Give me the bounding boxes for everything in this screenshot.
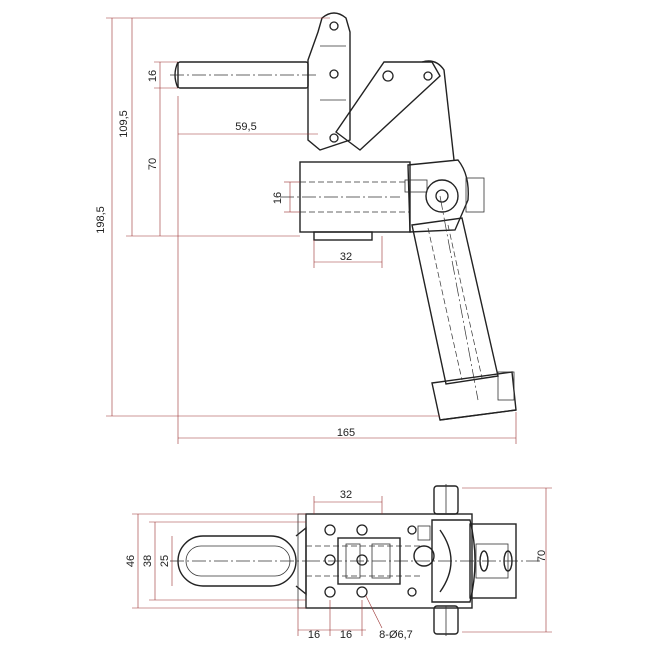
handle-bar: [170, 61, 318, 89]
dim-height-109: 109,5: [118, 110, 130, 138]
dim-overall-height: 198,5: [95, 206, 107, 234]
angled-arm: [411, 195, 517, 421]
dim-spindle-dia: 16: [272, 192, 284, 204]
pivot-bracket: [404, 159, 485, 233]
top-handle: [170, 526, 307, 596]
dim-hole-pitch-a: 16: [308, 629, 320, 641]
toggle-link: [335, 60, 455, 161]
dim-spindle-length: 32: [340, 251, 352, 263]
dim-width-38: 38: [142, 555, 154, 567]
dim-hole-pitch-b: 16: [340, 629, 352, 641]
top-view: 32 46 38 25 70 16 16 8-Ø6,7: [125, 484, 552, 641]
top-linkage: [337, 525, 435, 585]
top-dimensions: [132, 487, 552, 636]
dim-width-46: 46: [125, 555, 137, 567]
dim-top-spindle-length: 32: [340, 489, 352, 501]
dim-height-70: 70: [147, 158, 159, 170]
dim-overall-length: 165: [337, 427, 355, 439]
handle-lever: [307, 12, 351, 151]
side-dimensions: [106, 17, 517, 444]
top-base-plate: [297, 513, 540, 609]
top-pivot-arm: [431, 484, 517, 636]
dim-handle-offset: 59,5: [235, 121, 256, 133]
side-view: 198,5 109,5 70 16 59,5 16 32 165: [95, 12, 517, 444]
clamp-body: [280, 161, 411, 241]
dim-handle-dia: 16: [147, 70, 159, 82]
dim-holes: 8-Ø6,7: [379, 629, 413, 641]
dim-width-70: 70: [536, 550, 548, 562]
dim-width-25: 25: [159, 555, 171, 567]
